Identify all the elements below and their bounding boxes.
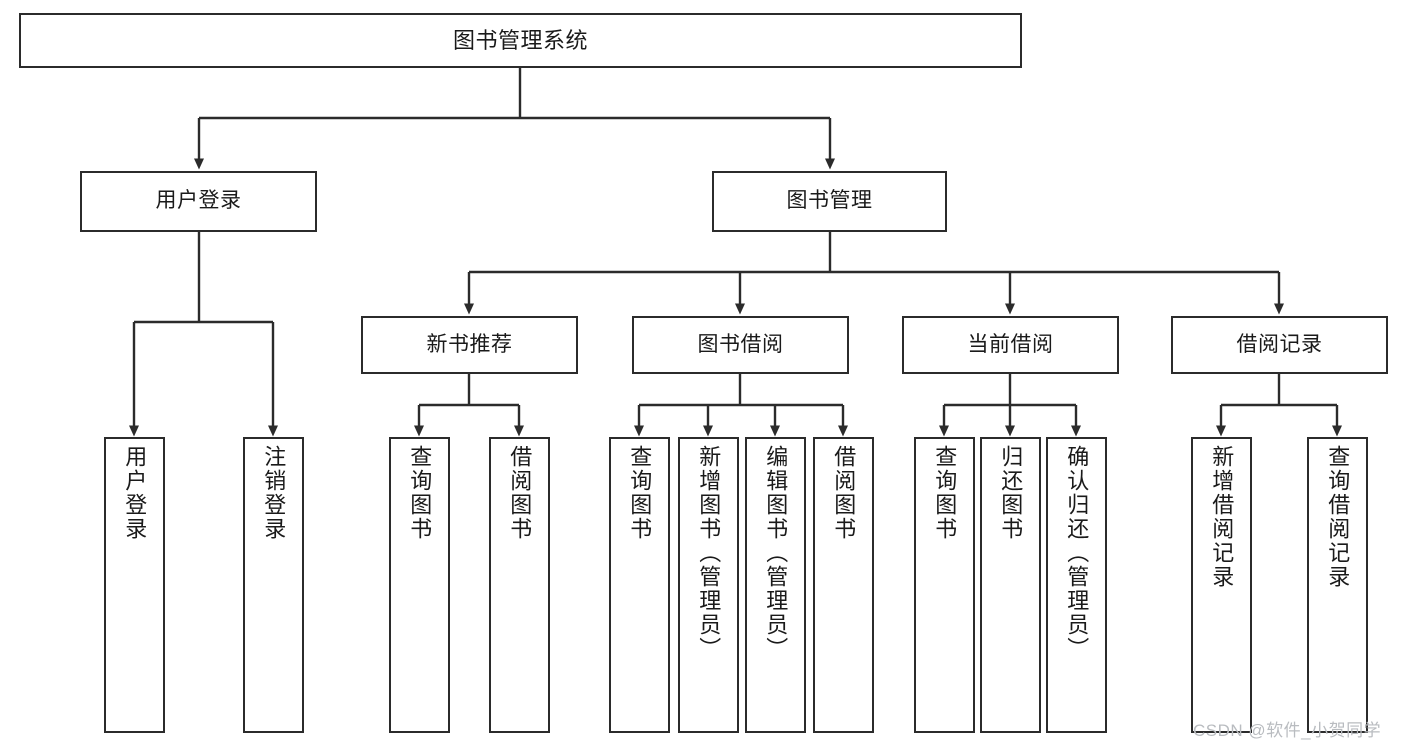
node-current-borrow[interactable]: 当前借阅 (902, 316, 1119, 374)
node-leaf-confirm-return[interactable]: 确认归还（管理员） (1046, 437, 1107, 733)
node-leaf-borrow-book-2-label: 借阅图书 (831, 445, 857, 541)
node-leaf-query-book-2-label: 查询图书 (627, 445, 653, 541)
node-leaf-query-book-1[interactable]: 查询图书 (389, 437, 450, 733)
node-leaf-return-book[interactable]: 归还图书 (980, 437, 1041, 733)
node-leaf-query-record[interactable]: 查询借阅记录 (1307, 437, 1368, 733)
node-leaf-add-book[interactable]: 新增图书（管理员） (678, 437, 739, 733)
node-book-manage-label: 图书管理 (786, 189, 873, 213)
node-book-manage[interactable]: 图书管理 (712, 171, 947, 232)
node-user-login-label: 用户登录 (155, 189, 242, 213)
node-leaf-query-book-3[interactable]: 查询图书 (914, 437, 975, 733)
node-borrow-record[interactable]: 借阅记录 (1171, 316, 1388, 374)
node-leaf-user-login-label: 用户登录 (122, 445, 148, 541)
node-leaf-confirm-return-label: 确认归还（管理员） (1064, 445, 1090, 661)
node-current-borrow-label: 当前借阅 (967, 332, 1054, 356)
node-book-borrow-label: 图书借阅 (697, 332, 784, 356)
node-root[interactable]: 图书管理系统 (19, 13, 1022, 68)
node-new-book-rec[interactable]: 新书推荐 (361, 316, 578, 374)
node-leaf-edit-book[interactable]: 编辑图书（管理员） (745, 437, 806, 733)
node-leaf-query-book-2[interactable]: 查询图书 (609, 437, 670, 733)
node-leaf-edit-book-label: 编辑图书（管理员） (763, 445, 789, 661)
node-leaf-query-book-3-label: 查询图书 (932, 445, 958, 541)
node-leaf-return-book-label: 归还图书 (998, 445, 1024, 541)
node-leaf-user-login[interactable]: 用户登录 (104, 437, 165, 733)
node-leaf-query-book-1-label: 查询图书 (407, 445, 433, 541)
node-leaf-add-record[interactable]: 新增借阅记录 (1191, 437, 1252, 733)
node-root-label: 图书管理系统 (452, 27, 588, 53)
node-book-borrow[interactable]: 图书借阅 (632, 316, 849, 374)
node-leaf-logout[interactable]: 注销登录 (243, 437, 304, 733)
csdn-watermark: CSDN @软件_小贺同学 (1193, 721, 1382, 740)
node-user-login[interactable]: 用户登录 (80, 171, 317, 232)
node-borrow-record-label: 借阅记录 (1236, 332, 1323, 356)
node-leaf-borrow-book-1[interactable]: 借阅图书 (489, 437, 550, 733)
node-leaf-borrow-book-2[interactable]: 借阅图书 (813, 437, 874, 733)
node-leaf-borrow-book-1-label: 借阅图书 (507, 445, 533, 541)
node-leaf-add-book-label: 新增图书（管理员） (696, 445, 722, 661)
node-leaf-query-record-label: 查询借阅记录 (1325, 445, 1351, 589)
node-leaf-logout-label: 注销登录 (261, 445, 287, 541)
node-new-book-rec-label: 新书推荐 (426, 332, 513, 356)
node-leaf-add-record-label: 新增借阅记录 (1209, 445, 1235, 589)
